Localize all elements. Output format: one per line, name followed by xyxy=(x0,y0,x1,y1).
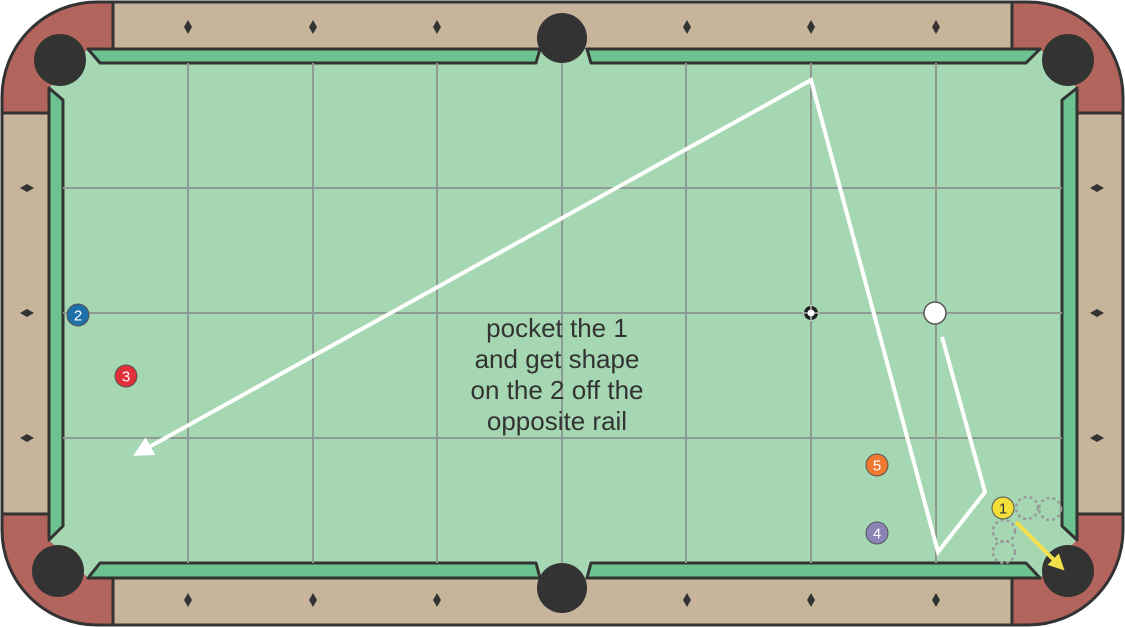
ball-number: 4 xyxy=(873,526,881,543)
ball-number: 2 xyxy=(74,308,82,325)
ball-circle xyxy=(66,303,90,327)
diamond-sight-icon xyxy=(683,20,691,34)
pocket-top-right-corner xyxy=(1042,34,1094,86)
diamond-sight-icon xyxy=(932,593,940,607)
diamond-sight-icon xyxy=(683,593,691,607)
diamond-sight-icon xyxy=(1090,434,1104,442)
cushion-top-left xyxy=(86,47,542,65)
diamond-sight-icon xyxy=(20,184,34,192)
diamond-sight-icon xyxy=(807,20,815,34)
ball-2: 2 xyxy=(66,303,90,327)
diamond-sight-icon xyxy=(932,20,940,34)
cushion-top-right xyxy=(585,47,1042,65)
ball-circle xyxy=(865,453,889,477)
ghost-ball-outline xyxy=(1014,495,1040,521)
diamond-sight-icon xyxy=(807,593,815,607)
diamond-sight-icon xyxy=(309,593,317,607)
diamond-sight-icon xyxy=(184,593,192,607)
shot-paths xyxy=(133,77,1065,571)
ball-number: 3 xyxy=(122,369,130,386)
ghost-ball-outline xyxy=(991,539,1017,565)
diamond-sight-icon xyxy=(433,593,441,607)
cushion-right xyxy=(1060,86,1079,542)
cushion-bottom-left xyxy=(86,561,542,580)
pocket-top-side xyxy=(537,13,587,63)
diamond-sight-icon xyxy=(20,434,34,442)
ball-number: 1 xyxy=(999,501,1007,518)
ghost-ball-outline xyxy=(991,518,1017,544)
object-ball-path-arrow xyxy=(1014,520,1065,571)
cue-ball xyxy=(923,301,947,325)
ball-3: 3 xyxy=(114,364,138,388)
ghost-ball-outline xyxy=(1037,496,1063,522)
balls: 1 2 3 4 5 xyxy=(66,301,1015,545)
diamond-sight-icon xyxy=(184,20,192,34)
pocket-top-left-corner xyxy=(34,34,86,86)
ghost-balls xyxy=(991,495,1063,565)
cue-ball-path-arrow xyxy=(133,77,988,557)
ball-4: 4 xyxy=(865,521,889,545)
cushion-left xyxy=(47,86,65,542)
pocket-bottom-left-corner xyxy=(32,545,84,597)
ball-circle xyxy=(991,496,1015,520)
diamond-sight-icon xyxy=(1090,184,1104,192)
ball-1: 1 xyxy=(991,496,1015,520)
pocket-bottom-side xyxy=(537,563,587,613)
pocket-bottom-right-corner xyxy=(1042,545,1094,597)
cushion-bottom-right xyxy=(585,561,1042,580)
ball-circle xyxy=(865,521,889,545)
diamond-sight-icon xyxy=(1090,309,1104,317)
pockets xyxy=(32,13,1094,613)
diamond-sight-icon xyxy=(20,309,34,317)
diamond-sight-icon xyxy=(433,20,441,34)
ball-circle xyxy=(114,364,138,388)
rail-diamonds xyxy=(20,20,1104,607)
felt-grid xyxy=(63,63,1062,563)
ball-number: 5 xyxy=(873,458,881,475)
ball-5: 5 xyxy=(865,453,889,477)
diamond-sight-icon xyxy=(309,20,317,34)
